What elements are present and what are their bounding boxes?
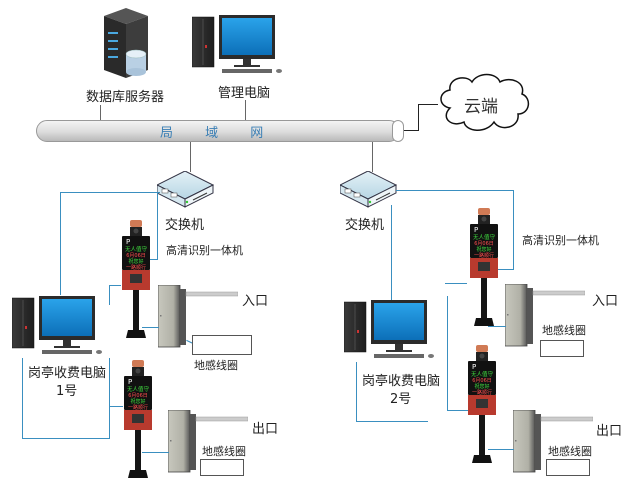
kiosk-to-gate-left [142,327,159,328]
lan-bus-end [392,120,404,142]
kiosk-display-line2: 6月06日 [472,378,492,384]
kiosk-display-line4: 一路顺行 [126,264,146,271]
loop-exit-right-label: 地感线圈 [548,445,592,458]
kiosk-display-line2: 6月06日 [126,253,146,259]
barrier-gate-icon [504,283,586,347]
camera-left-label: 高清识别一体机 [166,244,243,257]
kiosk-display-line4: 一路顺行 [128,404,148,411]
cloud-link-h [404,130,418,131]
pc-right-to-entry-h [445,283,467,284]
switch-right-to-pc [391,205,392,303]
camera-right-label: 高清识别一体机 [522,234,599,247]
switch-left-to-pc-v [60,192,61,295]
cloud-label: 云端 [464,97,498,117]
loop-entry-left [192,335,252,355]
loop-exit-right [546,459,590,476]
lan-label: 局 域 网 [160,126,278,141]
switch-icon [156,170,214,208]
switch-left-to-kiosk-v [157,192,158,259]
pc-left-to-exit-h [22,438,110,439]
booth-pc-right [343,299,440,362]
booth-pc-left-number: 1号 [56,384,78,399]
lan-to-switch-right [372,142,373,172]
pc-right-loop-h [356,421,428,422]
kiosk-display-line4: 一路顺行 [474,252,494,259]
kiosk-display-line1: 无人值守 [473,233,496,241]
computer-icon [343,299,435,359]
kiosk-display-line1: 无人值守 [125,245,148,253]
kiosk-display-line1: 无人值守 [127,385,150,393]
parking-p-sign: P [474,226,478,234]
kiosk-display-line3: 祝您好 [476,246,491,253]
kiosk-display-line3: 祝您好 [474,383,489,390]
pc-right-loop-v1 [356,362,357,422]
booth-pc-left-label: 岗亭收费电脑 [28,366,107,381]
cloud-link-h2 [418,104,438,105]
kiosk-to-gate-exit-right [488,449,514,450]
pc-right-to-exit-h [447,410,469,411]
exit-left-label: 出口 [252,422,279,437]
switch-right-to-kiosk-h2 [494,269,514,270]
barrier-gate-entry-right [504,283,586,348]
parking-p-sign: P [126,238,130,246]
mgmt-pc-link [245,100,246,121]
loop-entry-right-label: 地感线圈 [542,324,586,337]
booth-pc-right-label: 岗亭收费电脑 [362,374,441,389]
server-icon [104,8,148,78]
cloud-icon [440,73,530,131]
management-pc [191,14,288,77]
exit-right-label: 出口 [596,424,623,439]
db-server-label: 数据库服务器 [86,90,165,105]
kiosk-display-line2: 6月06日 [128,393,148,399]
parking-p-sign: P [472,363,476,371]
entry-left-label: 入口 [242,294,269,309]
switch-right-label: 交换机 [345,218,385,233]
booth-pc-right-number: 2号 [390,392,412,407]
switch-left-to-kiosk-h [148,259,158,260]
kiosk-to-gate-exit-left [142,452,169,453]
pc-left-to-exit-v1 [22,358,23,438]
loop-exit-left [200,459,244,476]
kiosk-display-line2: 6月06日 [474,241,494,247]
switch-left-label: 交换机 [165,218,205,233]
lan-to-switch-left [190,142,191,172]
switch-left-to-pc-h [60,192,160,193]
entry-right-label: 入口 [592,294,619,309]
kiosk-display-line3: 祝您好 [128,258,143,265]
booth-pc-left [11,295,108,358]
kiosk-display-line4: 一路顺行 [472,389,492,396]
kiosk-to-gate-right [488,326,506,327]
pc-left-to-exit-v2 [109,358,110,438]
kiosk-display-line1: 无人值守 [471,370,494,378]
cloud [436,70,532,136]
pc-left-to-exit-kiosk [109,406,123,407]
loop-entry-right [540,340,584,357]
database-server [96,8,156,80]
mgmt-pc-label: 管理电脑 [218,86,271,101]
kiosk-display-line3: 祝您好 [130,398,145,405]
db-server-link [100,105,101,121]
switch-left [156,170,217,211]
pc-left-to-entry-h [109,285,121,286]
parking-p-sign: P [128,378,132,386]
computer-icon [11,295,103,355]
switch-right-to-kiosk-h [396,190,514,191]
loop-entry-left-label: 地感线圈 [194,359,238,372]
switch-right-to-kiosk-v [513,190,514,270]
pc-right-loop-v2 [447,296,448,410]
pc-left-to-entry [109,285,110,305]
loop-exit-left-label: 地感线圈 [202,445,246,458]
computer-icon [191,14,283,74]
cloud-link-v [418,104,419,131]
